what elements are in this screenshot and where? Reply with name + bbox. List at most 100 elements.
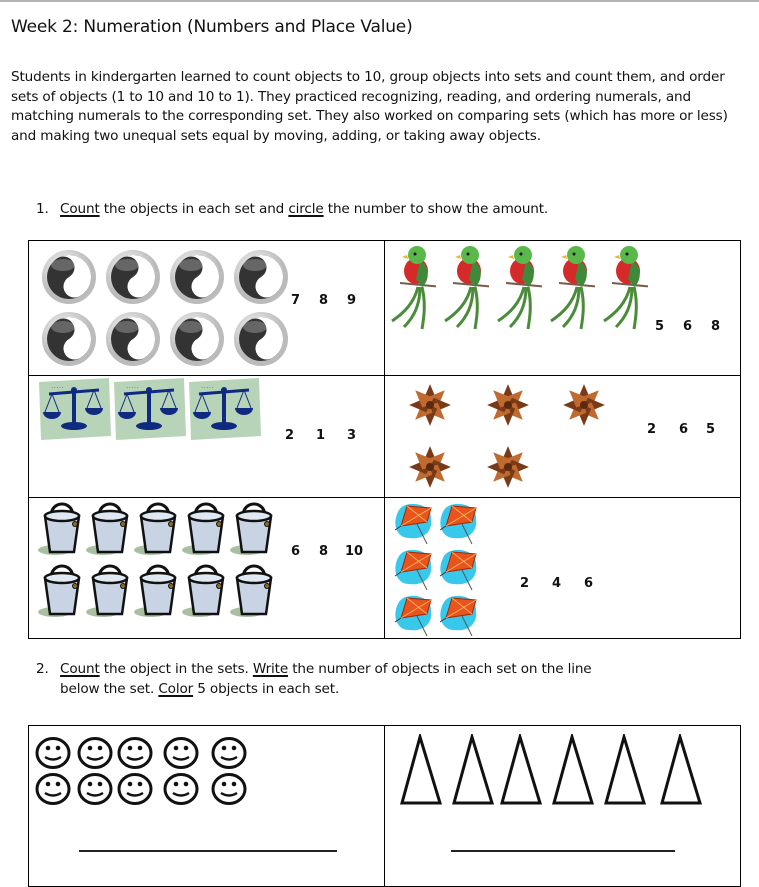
- quetzal-bird-icon: [443, 243, 496, 331]
- triangle-icon: [551, 731, 595, 806]
- yin-yang-icon: [105, 249, 161, 305]
- question-number: 2.: [36, 661, 49, 677]
- set-cell-smiley[interactable]: [28, 725, 385, 887]
- yin-yang-icon: [41, 249, 97, 305]
- bucket-icon: [181, 500, 231, 556]
- kite-icon: [438, 548, 478, 592]
- triangle-icon: [499, 731, 543, 806]
- keyword-color: Color: [158, 681, 194, 697]
- smiley-face-icon: [117, 736, 153, 770]
- choice-number[interactable]: 6: [679, 422, 689, 437]
- set-cell-yin-yang: 7 8 9: [28, 240, 385, 376]
- set-cell-scale: ............... 2 1 3: [28, 375, 385, 498]
- bucket-icon: [85, 562, 135, 618]
- balance-scale-icon: .....: [112, 378, 186, 440]
- star-anise-icon: [477, 444, 539, 490]
- triangle-icon: [451, 731, 495, 806]
- bucket-icon: [229, 500, 279, 556]
- number-choices: 2 6 5: [647, 422, 715, 437]
- number-choices: 5 6 8: [655, 319, 720, 334]
- question-2: 2. Count the object in the sets. Write th…: [36, 659, 592, 699]
- keyword-write: Write: [252, 661, 289, 677]
- balance-scale-icon: .....: [37, 378, 111, 440]
- bucket-icon: [85, 500, 135, 556]
- quetzal-bird-icon: [390, 243, 443, 331]
- choice-number[interactable]: 6: [584, 576, 594, 591]
- yin-yang-icon: [233, 249, 289, 305]
- smiley-face-icon: [77, 736, 113, 770]
- yin-yang-icon: [233, 311, 289, 367]
- set-cell-bucket: 6 8 10: [28, 497, 385, 639]
- set-cell-kite: 2 4 6: [384, 497, 741, 639]
- bucket-icon: [37, 562, 87, 618]
- keyword-circle: circle: [288, 201, 324, 217]
- number-choices: 6 8 10: [291, 544, 363, 559]
- smiley-face-icon: [211, 736, 247, 770]
- kite-icon: [393, 548, 433, 592]
- choice-number[interactable]: 8: [711, 319, 721, 334]
- set-cell-triangle[interactable]: [384, 725, 741, 887]
- choice-number[interactable]: 5: [706, 422, 716, 437]
- question-1: 1.Count the objects in each set and circ…: [36, 199, 548, 219]
- question-text: the object in the sets.: [99, 661, 253, 677]
- triangle-icon: [399, 731, 443, 806]
- smiley-face-icon: [77, 772, 113, 806]
- choice-number[interactable]: 7: [291, 293, 301, 308]
- choice-number[interactable]: 8: [319, 544, 329, 559]
- question-text: the number of objects in each set on the…: [288, 661, 592, 677]
- smiley-face-icon: [35, 736, 71, 770]
- number-choices: 2 1 3: [285, 428, 356, 443]
- star-anise-icon: [399, 382, 461, 428]
- answer-line[interactable]: [79, 850, 337, 852]
- quetzal-bird-icon: [602, 243, 655, 331]
- page-title: Week 2: Numeration (Numbers and Place Va…: [11, 17, 413, 37]
- triangle-icon: [659, 731, 703, 806]
- choice-number[interactable]: 2: [285, 428, 295, 443]
- question-1-table: 7 8 9 5 6 8 ............... 2: [28, 240, 741, 639]
- bucket-icon: [229, 562, 279, 618]
- triangle-icon: [603, 731, 647, 806]
- smiley-face-icon: [117, 772, 153, 806]
- choice-number[interactable]: 10: [345, 544, 364, 559]
- question-text: the number to show the amount.: [323, 201, 549, 217]
- choice-number[interactable]: 5: [655, 319, 665, 334]
- question-text: the objects in each set and: [99, 201, 289, 217]
- smiley-face-icon: [211, 772, 247, 806]
- choice-number[interactable]: 9: [347, 293, 357, 308]
- bucket-icon: [133, 562, 183, 618]
- bucket-icon: [181, 562, 231, 618]
- choice-number[interactable]: 6: [291, 544, 301, 559]
- choice-number[interactable]: 2: [647, 422, 657, 437]
- choice-number[interactable]: 4: [552, 576, 562, 591]
- choice-number[interactable]: 8: [319, 293, 329, 308]
- question-2-table: [28, 725, 741, 887]
- choice-number[interactable]: 1: [316, 428, 326, 443]
- svg-text:.....: .....: [51, 381, 64, 390]
- star-anise-icon: [553, 382, 615, 428]
- kite-icon: [438, 502, 478, 546]
- number-choices: 7 8 9: [291, 293, 356, 308]
- choice-number[interactable]: 3: [347, 428, 357, 443]
- page-top-border: [0, 0, 759, 2]
- bucket-icon: [133, 500, 183, 556]
- yin-yang-icon: [169, 311, 225, 367]
- set-cell-star-anise: 2 6 5: [384, 375, 741, 498]
- yin-yang-icon: [41, 311, 97, 367]
- choice-number[interactable]: 6: [683, 319, 693, 334]
- star-anise-icon: [477, 382, 539, 428]
- keyword-count: Count: [60, 661, 100, 677]
- balance-scale-icon: .....: [187, 378, 261, 440]
- intro-paragraph: Students in kindergarten learned to coun…: [11, 69, 728, 144]
- quetzal-bird-icon: [496, 243, 549, 331]
- question-text: below the set.: [60, 681, 159, 697]
- smiley-face-icon: [35, 772, 71, 806]
- choice-number[interactable]: 2: [520, 576, 530, 591]
- answer-line[interactable]: [451, 850, 675, 852]
- yin-yang-icon: [105, 311, 161, 367]
- smiley-face-icon: [163, 772, 199, 806]
- kite-icon: [393, 502, 433, 546]
- star-anise-icon: [399, 444, 461, 490]
- question-text: 5 objects in each set.: [193, 681, 340, 697]
- svg-text:.....: .....: [201, 381, 214, 390]
- kite-icon: [438, 594, 478, 638]
